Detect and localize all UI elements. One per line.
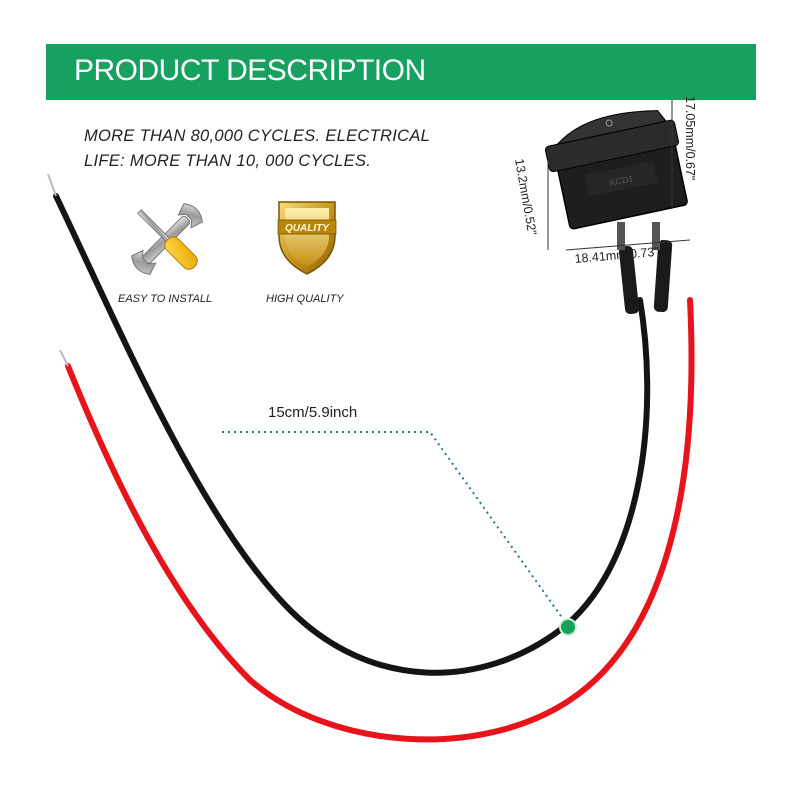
cable-length-label: 15cm/5.9inch (268, 404, 358, 421)
length-marker-dot (559, 618, 577, 636)
quality-shield-icon: QUALITY (274, 198, 340, 278)
svg-text:KCD1: KCD1 (609, 173, 635, 188)
high-quality-label: HIGH QUALITY (266, 293, 344, 305)
red-wire (65, 297, 695, 743)
easy-to-install-label: EASY TO INSTALL (118, 293, 213, 305)
description-line-2: LIFE: MORE THAN 10, 000 CYCLES. (84, 152, 372, 170)
height-dimension-label: 17.05mm/0.67" (683, 96, 697, 181)
product-description-banner: PRODUCT DESCRIPTION (46, 44, 756, 100)
description-line-1: MORE THAN 80,000 CYCLES. ELECTRICAL (84, 127, 431, 145)
black-wire (53, 193, 651, 676)
rocker-switch: KCD1 (544, 110, 688, 230)
quality-badge-text: QUALITY (285, 223, 330, 234)
description-text: MORE THAN 80,000 CYCLES. ELECTRICAL LIFE… (84, 124, 454, 174)
banner-title: PRODUCT DESCRIPTION (74, 54, 426, 87)
wrench-screwdriver-icon (126, 196, 208, 282)
